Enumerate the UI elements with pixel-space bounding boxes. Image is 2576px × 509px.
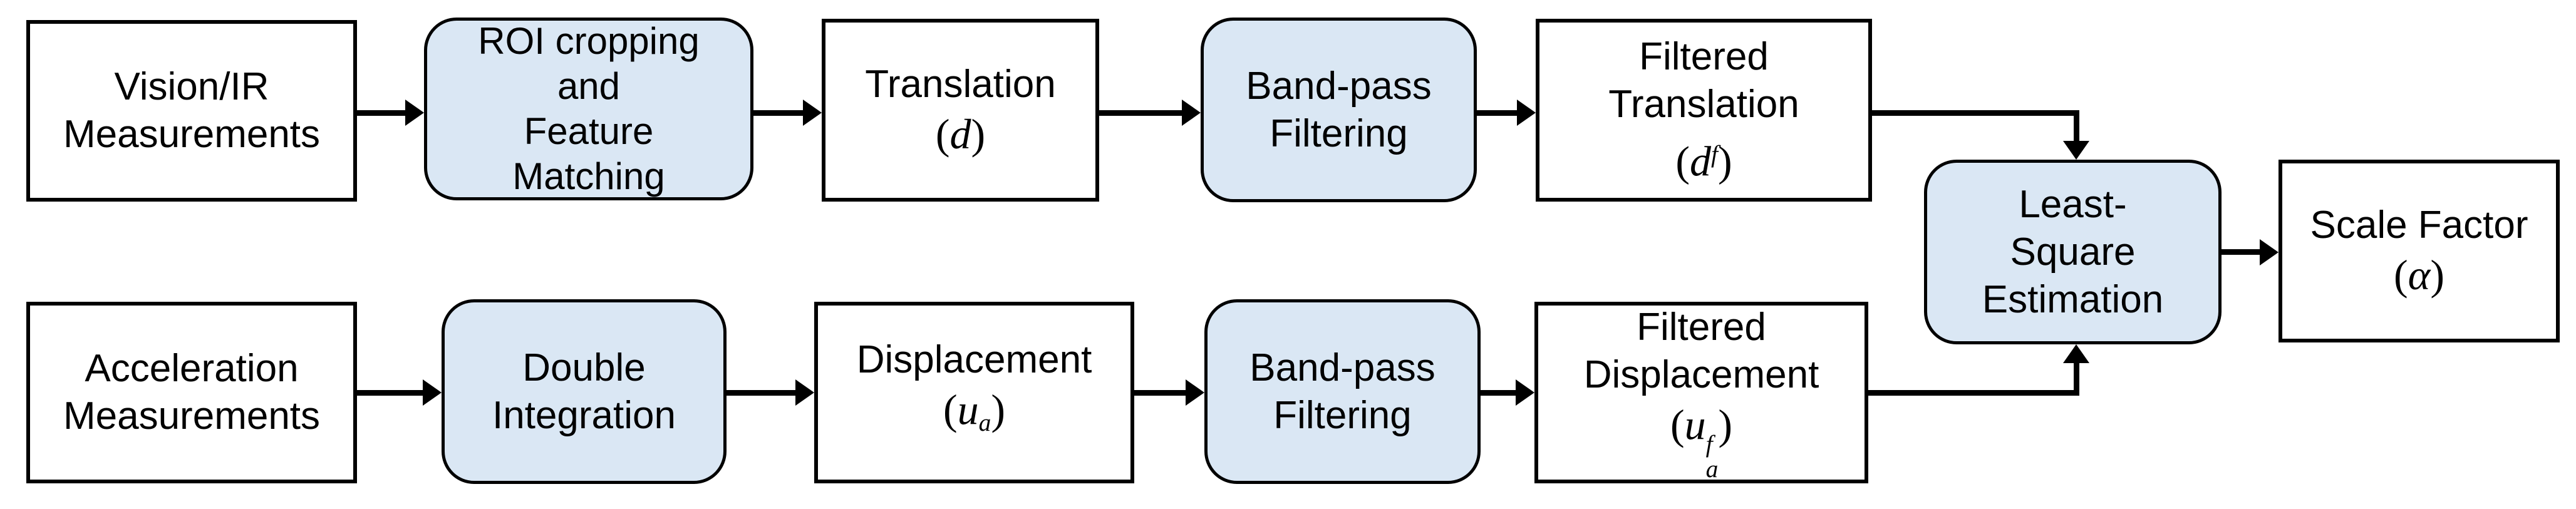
- arrow-right-icon: [2260, 239, 2279, 265]
- connector-horizontal-segment: [1868, 390, 2079, 396]
- block-bandpass-filtering-bottom: Band-pass Filtering: [1204, 299, 1481, 484]
- label-line: Square: [2010, 230, 2136, 274]
- label-line: ROI cropping: [478, 20, 700, 62]
- arrow-right-icon: [1516, 379, 1534, 406]
- label-line: Translation: [865, 63, 1056, 106]
- arrow-right-icon: [423, 379, 442, 406]
- label-line: Vision/IR: [114, 65, 269, 108]
- block-label: Displacement (ua): [818, 336, 1130, 448]
- label-line: Band-pass: [1246, 64, 1432, 108]
- arrow-shaft: [357, 110, 405, 116]
- label-line: Measurements: [63, 113, 321, 156]
- block-acceleration-measurements: Acceleration Measurements: [26, 302, 357, 483]
- arrow-shaft: [727, 390, 795, 396]
- label-line: Matching: [512, 155, 665, 197]
- block-displacement: Displacement (ua): [814, 302, 1134, 483]
- block-label: Scale Factor (α): [2282, 202, 2556, 301]
- math-symbol-alpha: (α): [2393, 251, 2444, 299]
- label-line: Scale Factor: [2310, 203, 2528, 247]
- block-label: Translation (d): [825, 61, 1095, 160]
- arrow-shaft: [2222, 249, 2260, 255]
- label-line: Band-pass: [1249, 346, 1435, 389]
- arrow-right-icon: [795, 379, 814, 406]
- block-label: Filtered Translation (df): [1539, 33, 1868, 187]
- math-symbol-d-f: (df): [1675, 137, 1732, 185]
- arrow-right-icon: [1182, 100, 1201, 126]
- block-filtered-translation: Filtered Translation (df): [1536, 19, 1872, 202]
- label-line: Measurements: [63, 394, 321, 438]
- label-line: Filtered: [1639, 35, 1769, 79]
- block-label: Band-pass Filtering: [1204, 63, 1474, 158]
- block-label: ROI cropping and Feature Matching: [427, 19, 750, 199]
- block-label: Acceleration Measurements: [30, 345, 353, 440]
- label-line: Translation: [1608, 83, 1799, 126]
- block-label: Double Integration: [445, 344, 723, 440]
- block-least-square-estimation: Least- Square Estimation: [1924, 160, 2222, 344]
- label-line: Acceleration: [85, 347, 299, 390]
- block-label: Band-pass Filtering: [1208, 344, 1477, 440]
- block-label: Least- Square Estimation: [1927, 181, 2218, 324]
- arrow-right-icon: [1186, 379, 1204, 406]
- arrow-down-icon: [2063, 141, 2089, 160]
- label-line: Integration: [492, 393, 676, 437]
- arrow-shaft: [753, 110, 803, 116]
- connector-horizontal-segment: [1872, 110, 2079, 116]
- math-symbol-d: (d): [935, 110, 986, 158]
- connector-vertical-segment: [2074, 110, 2079, 143]
- label-line: Filtering: [1270, 111, 1408, 155]
- block-label: Vision/IR Measurements: [30, 63, 353, 158]
- label-line: Least-: [2019, 182, 2127, 226]
- block-bandpass-filtering-top: Band-pass Filtering: [1201, 18, 1477, 202]
- math-symbol-u-a: (ua): [943, 386, 1006, 437]
- arrow-shaft: [1481, 390, 1516, 396]
- arrow-right-icon: [405, 100, 424, 126]
- arrow-up-icon: [2063, 344, 2089, 363]
- arrow-shaft: [1134, 390, 1186, 396]
- block-double-integration: Double Integration: [442, 299, 727, 484]
- block-scale-factor: Scale Factor (α): [2279, 160, 2560, 342]
- label-line: Displacement: [1583, 352, 1819, 396]
- label-line: Filtering: [1273, 393, 1412, 437]
- connector-vertical-segment: [2074, 362, 2079, 396]
- arrow-shaft: [357, 390, 423, 396]
- label-line: Displacement: [856, 338, 1092, 382]
- arrow-shaft: [1477, 110, 1517, 116]
- label-line: Estimation: [1982, 277, 2164, 321]
- block-vision-ir-measurements: Vision/IR Measurements: [26, 20, 357, 202]
- label-line: Double: [522, 346, 646, 389]
- label-line: Filtered: [1637, 305, 1766, 349]
- arrow-right-icon: [1517, 100, 1536, 126]
- block-roi-cropping-feature-matching: ROI cropping and Feature Matching: [424, 18, 753, 200]
- arrow-right-icon: [803, 100, 822, 126]
- label-line: and: [557, 65, 621, 107]
- block-translation: Translation (d): [822, 19, 1099, 202]
- arrow-shaft: [1099, 110, 1182, 116]
- label-line: Feature: [524, 110, 654, 152]
